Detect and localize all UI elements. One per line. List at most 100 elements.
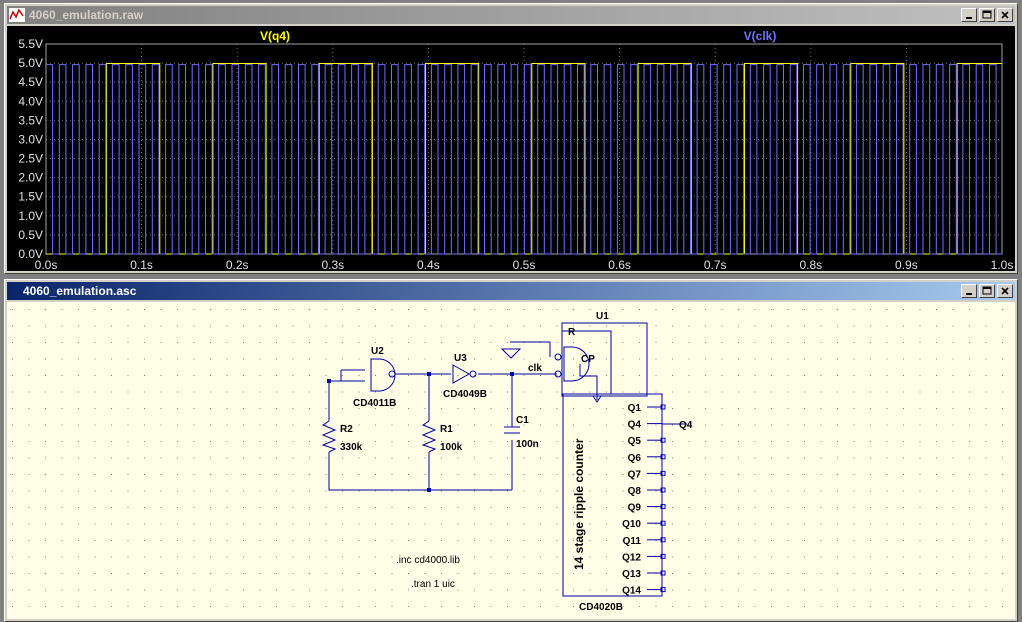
resistor-r1 [421, 420, 437, 453]
x-tick-label: 0.2s [226, 258, 249, 271]
nand-bubble [388, 370, 396, 378]
pin-open-end[interactable] [660, 520, 666, 526]
plot-window[interactable]: 4060_emulation.raw 5.5V 5.0V 4.5V 4.0V 3.5V 3… [4, 3, 1018, 274]
u1-pin-r: R [568, 327, 576, 338]
r2-ref: R2 [340, 424, 353, 435]
x-tick-label: 0.5s [513, 258, 536, 271]
u1-pin-label: Q10 [622, 519, 641, 530]
clock-bubble-lower [554, 370, 562, 378]
trace-label-q4[interactable]: V(q4) [260, 29, 290, 43]
minimize-icon [966, 293, 972, 295]
u1-pin-label: Q13 [622, 569, 641, 580]
waveform-app-icon [9, 8, 25, 22]
u1-ref: U1 [596, 311, 609, 322]
minimize-button[interactable] [961, 8, 977, 22]
x-tick-label: 0.1s [130, 258, 153, 271]
y-tick-label: 4.5V [18, 75, 43, 89]
y-tick-label: 1.5V [18, 190, 43, 204]
clock-bubble-upper [554, 353, 562, 361]
trace-clk [46, 64, 1002, 255]
c1-ref: C1 [516, 415, 529, 426]
maximize-button[interactable] [979, 8, 995, 22]
junction-dot [327, 379, 331, 383]
maximize-icon [982, 286, 992, 295]
pin-open-end[interactable] [660, 587, 666, 593]
u2-part: CD4011B [353, 398, 396, 409]
pin-open-end[interactable] [660, 570, 666, 576]
u1-pin-label: Q11 [623, 536, 642, 547]
y-tick-label: 2.0V [18, 171, 43, 185]
schematic-grid [7, 302, 1015, 619]
u1-pin-label: Q5 [628, 436, 642, 447]
schematic-window-title: 4060_emulation.asc [23, 284, 137, 298]
pin-open-end[interactable] [660, 504, 666, 510]
plot-window-title: 4060_emulation.raw [29, 8, 144, 22]
pin-open-end[interactable] [660, 487, 666, 493]
r2-value: 330k [340, 442, 363, 453]
inverter-u3 [452, 364, 471, 384]
close-button[interactable] [997, 284, 1013, 298]
close-button[interactable] [997, 8, 1013, 22]
pin-open-end[interactable] [660, 404, 666, 410]
pin-open-end[interactable] [660, 553, 666, 559]
u1-pin-label: Q14 [622, 586, 641, 597]
clock-gate-icon [563, 346, 590, 382]
minimize-icon [966, 17, 972, 19]
u1-pin-label: Q12 [622, 552, 641, 563]
y-tick-label: 0.5V [18, 228, 43, 242]
y-tick-label: 5.5V [18, 37, 43, 51]
nand-gate-u2 [370, 358, 396, 392]
y-tick-label: 0.0V [18, 247, 43, 261]
trace-label-clk[interactable]: V(clk) [744, 29, 777, 43]
x-tick-label: 1.0s [991, 258, 1014, 271]
trace-q4 [46, 63, 1002, 255]
close-icon [1001, 11, 1009, 19]
x-tick-label: 0.9s [895, 258, 918, 271]
schematic-window-titlebar[interactable]: 4060_emulation.asc [7, 282, 1015, 300]
y-tick-label: 4.0V [18, 94, 43, 108]
y-tick-label: 1.0V [18, 209, 43, 223]
u1-body-text: 14 stage ripple counter [572, 438, 586, 570]
net-label-clk[interactable]: clk [528, 363, 542, 374]
minimize-button[interactable] [961, 284, 977, 298]
pin-open-end[interactable] [660, 537, 666, 543]
r1-ref: R1 [440, 424, 453, 435]
inverter-bubble [469, 370, 477, 378]
pin-open-end[interactable] [660, 437, 666, 443]
maximize-icon [982, 10, 992, 19]
y-tick-label: 5.0V [18, 56, 43, 70]
x-tick-label: 0.4s [417, 258, 440, 271]
u1-pin-label: Q4 [628, 420, 642, 431]
junction-dot [510, 372, 514, 376]
resistor-r2 [321, 420, 337, 453]
maximize-button[interactable] [979, 284, 995, 298]
pin-open-end[interactable] [660, 454, 666, 460]
net-label-q4[interactable]: Q4 [679, 420, 693, 431]
y-tick-label: 3.5V [18, 113, 43, 127]
u1-pin-label: Q1 [628, 403, 642, 414]
u3-ref: U3 [454, 353, 467, 364]
wire [328, 452, 512, 491]
u1-part: CD4020B [579, 602, 623, 613]
u1-reset-box [561, 322, 648, 397]
x-tick-label: 0.7s [704, 258, 727, 271]
pin-open-end[interactable] [660, 470, 666, 476]
u1-body [562, 393, 663, 597]
spice-directive-tran[interactable]: .tran 1 uic [411, 579, 455, 590]
x-tick-label: 0.6s [608, 258, 631, 271]
spice-directive-include[interactable]: .inc cd4000.lib [396, 555, 460, 566]
plot-window-titlebar[interactable]: 4060_emulation.raw [7, 6, 1015, 24]
y-tick-label: 3.0V [18, 132, 43, 146]
c1-value: 100n [516, 439, 539, 450]
u1-pin-cp: CP [581, 354, 595, 365]
x-tick-label: 0.3s [321, 258, 344, 271]
schematic-window[interactable]: 4060_emulation.asc [4, 279, 1018, 622]
clock-arrow-icon [592, 395, 602, 403]
y-tick-label: 2.5V [18, 152, 43, 166]
junction-dot [427, 372, 431, 376]
x-tick-label: 0.8s [799, 258, 822, 271]
waveform-plot[interactable]: 5.5V 5.0V 4.5V 4.0V 3.5V 3.0V 2.5V 2.0V 1.5V 1.0V… [7, 26, 1015, 271]
close-icon [1001, 287, 1009, 295]
u1-pin-label: Q8 [628, 486, 642, 497]
